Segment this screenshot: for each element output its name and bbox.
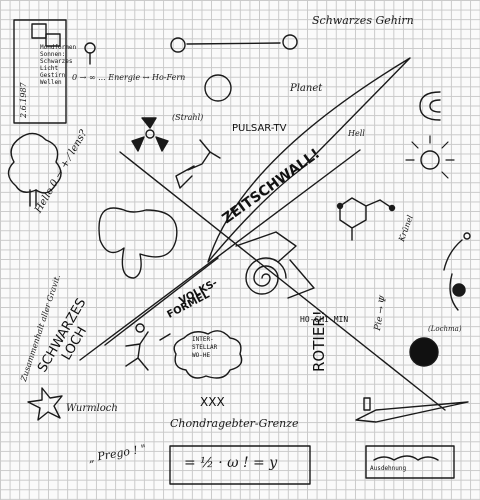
interstellar-label: INTER- STELLAR WO-HE — [192, 336, 218, 359]
ship-icon — [355, 401, 469, 423]
star-icon — [27, 387, 63, 421]
note-line: Schwarzes — [40, 58, 73, 65]
note-line: Mondformen — [40, 44, 77, 51]
x-line-2 — [79, 149, 361, 361]
lochma-label: (Lochma) — [428, 325, 462, 333]
grenze-label: Chondragebter-Grenze — [170, 417, 299, 430]
stick-figure — [175, 139, 221, 189]
note-date: 2.6.1987 — [19, 82, 28, 118]
equation-box — [169, 445, 311, 485]
ho-chi-minh-label: HO-CHI-MIN — [300, 315, 349, 324]
planet-icon — [452, 283, 466, 297]
hell-label: Hell — [348, 129, 365, 138]
note-box — [13, 19, 67, 124]
tree-icon — [7, 132, 62, 194]
flower-icon — [84, 42, 96, 54]
equation-text: = ½ · ω ! = y — [184, 455, 278, 471]
spiral-icon — [245, 257, 287, 295]
note-line: Wellen — [40, 79, 62, 86]
ausdehnung-label: Ausdehnung — [370, 465, 407, 472]
x-line-1 — [119, 151, 446, 411]
note-line: Sonnen: — [40, 51, 66, 58]
runner-figure — [125, 323, 171, 371]
machine-outline — [235, 231, 315, 299]
sun-icon — [420, 150, 440, 170]
xxx-label: XXX — [200, 395, 225, 409]
x-line-3 — [104, 257, 219, 346]
feather-leaf — [207, 57, 411, 263]
strahl-label: (Strahl) — [172, 113, 204, 122]
magnet-icon — [419, 91, 441, 121]
dumbbell-left — [170, 37, 186, 53]
earth-icon — [204, 74, 232, 102]
note-lines: Mondformen Sonnen: Schwarzes Licht Gesti… — [40, 44, 76, 86]
map-box — [365, 445, 455, 479]
zero-infinity-note: 0 → ∞ ... Energie ↔ Ho-Fern — [72, 73, 186, 82]
note-line: Gestirn — [40, 72, 66, 79]
top-right-caption: Schwarzes Gehirn — [312, 14, 414, 27]
dumbbell-right — [282, 34, 298, 50]
wurmloch-label: Wurmloch — [66, 403, 118, 414]
planet-label: Planet — [290, 83, 323, 94]
pulsar-label: PULSAR-TV — [232, 123, 287, 134]
speech-cloud — [173, 330, 243, 379]
black-hole-icon — [409, 337, 439, 367]
molecule-icon — [339, 197, 393, 241]
comet-icon — [463, 232, 471, 240]
note-line: Licht — [40, 65, 59, 72]
butterfly-icon — [98, 207, 178, 279]
radiation-icon — [145, 129, 155, 139]
